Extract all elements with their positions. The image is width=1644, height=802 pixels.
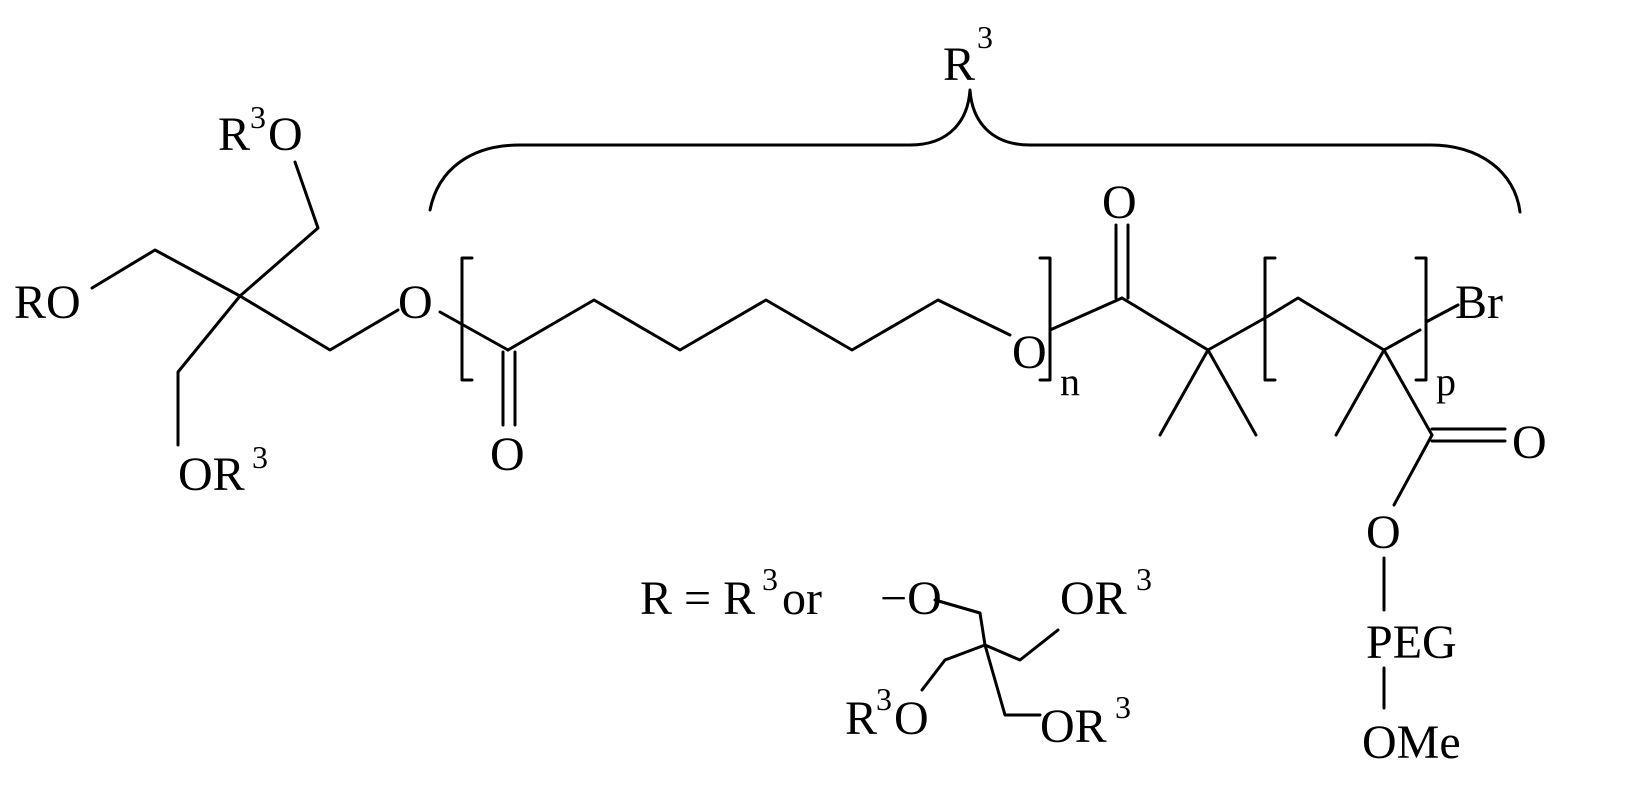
isobutyrate-fragment: O <box>1048 176 1267 437</box>
definition-bond-bottom <box>983 643 1042 717</box>
core-linker-oxygen: O <box>398 276 433 329</box>
definition-left-o: O <box>894 692 929 745</box>
right-bracket-n <box>1038 256 1052 382</box>
ester-oxygen: O <box>1366 506 1401 559</box>
right-bracket-p <box>1414 256 1428 382</box>
caprolactone-repeat-unit: O O n <box>438 256 1080 481</box>
definition-top-sup: 3 <box>1136 561 1152 597</box>
bond-bottom-arm <box>176 294 242 447</box>
definition-bond-left <box>920 643 987 692</box>
ester-carbonyl-oxygen: O <box>1512 416 1547 469</box>
bromine-end-group: Br <box>1455 276 1503 329</box>
poegma-repeat-unit: p Br O O PEG OMe <box>1263 256 1547 769</box>
caprolactone-chain <box>506 298 1012 352</box>
bond-left-arm <box>90 248 242 298</box>
definition-left-sup: 3 <box>876 681 892 717</box>
left-bracket-p <box>1263 256 1277 382</box>
methyl-right <box>1206 348 1258 437</box>
initiator-carbonyl-oxygen: O <box>1102 176 1137 229</box>
bond-top-arm <box>238 160 320 298</box>
left-bracket-n <box>460 256 474 382</box>
caprolactone-ester-oxygen: O <box>1012 326 1047 379</box>
top-substituent-sup: 3 <box>250 99 266 135</box>
bond-right-arm <box>238 294 400 352</box>
bottom-substituent-sup: 3 <box>252 439 268 475</box>
definition-bottom-or: OR <box>1040 700 1107 753</box>
left-substituent-ro: RO <box>14 276 81 329</box>
repeat-subscript-p: p <box>1436 359 1456 404</box>
definition-dash-o: −O <box>880 572 942 625</box>
bottom-substituent-or: OR <box>178 448 245 501</box>
repeat-subscript-n: n <box>1060 359 1080 404</box>
backbone-chain <box>1263 296 1422 352</box>
definition-bond-right <box>983 628 1060 662</box>
top-substituent-r: R <box>218 108 250 161</box>
definition-connector: or <box>782 572 822 625</box>
methyl-left <box>1158 348 1210 437</box>
definition-top-or: OR <box>1060 572 1127 625</box>
r-definition: R = R 3 or −O OR 3 R 3 O OR 3 <box>640 561 1152 753</box>
terminal-ome: OMe <box>1362 716 1461 769</box>
bond-ester-to-o <box>1392 433 1434 507</box>
definition-lhs: R = R <box>640 572 755 625</box>
bond-to-initiator-carbonyl <box>1048 296 1124 332</box>
bond-o-to-carbonyl <box>438 310 510 352</box>
caprolactone-carbonyl-oxygen: O <box>490 428 525 481</box>
peg-label: PEG <box>1366 616 1457 669</box>
bond-to-polymer-block <box>1206 316 1267 352</box>
bond-to-ester-carbon <box>1382 348 1434 437</box>
bond-carbonyl-to-quat-c <box>1120 296 1210 352</box>
pentaerythritol-core: R 3 O RO OR 3 O <box>14 99 433 501</box>
definition-bond-top <box>933 598 987 647</box>
top-substituent-o: O <box>268 108 303 161</box>
r3-brace-group: R 3 <box>428 19 1522 214</box>
backbone-methyl <box>1334 348 1386 437</box>
definition-left-r: R <box>845 692 877 745</box>
brace-label-superscript: 3 <box>977 19 993 55</box>
brace-label: R <box>943 38 975 91</box>
definition-bottom-sup: 3 <box>1115 689 1131 725</box>
bond-to-bromine <box>1424 303 1460 324</box>
curly-brace <box>428 88 1522 214</box>
definition-lhs-sup: 3 <box>762 561 778 597</box>
